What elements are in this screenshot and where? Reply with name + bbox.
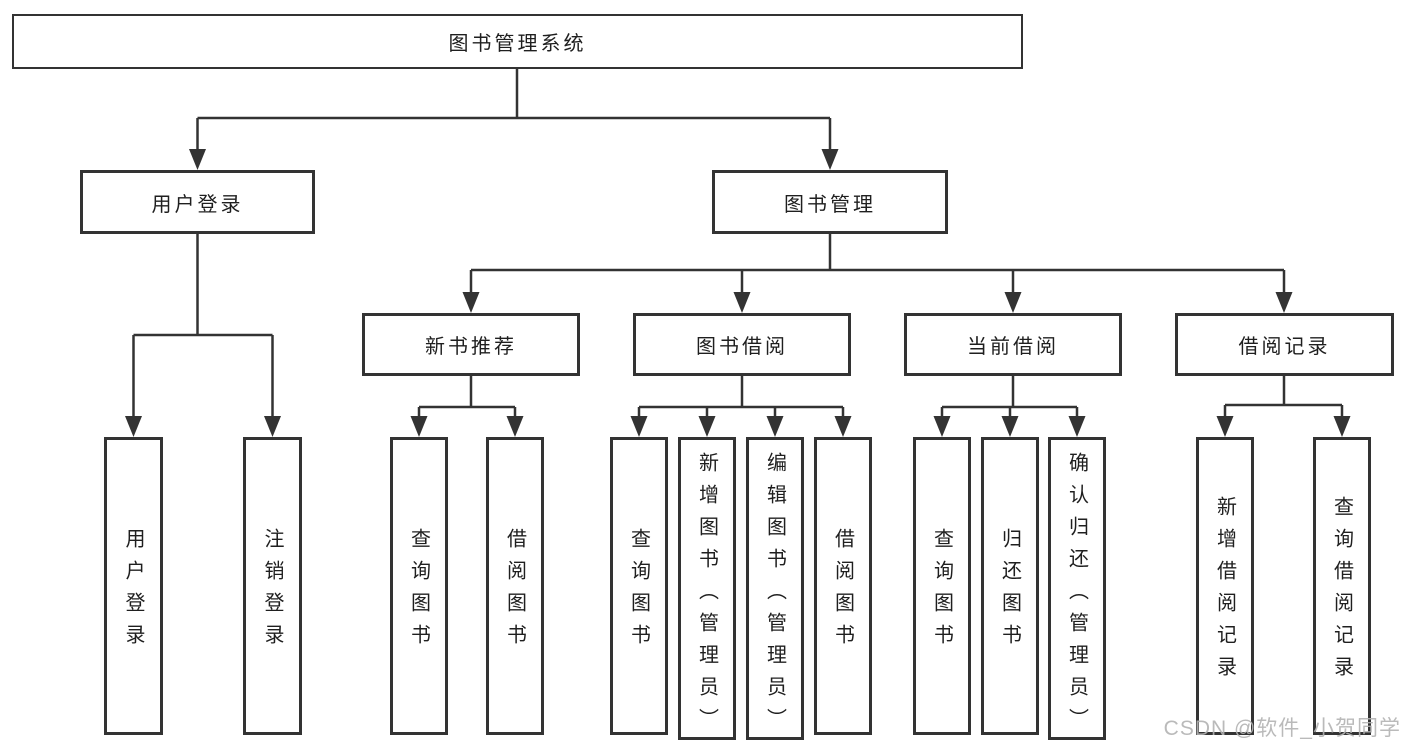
node-leaf-borrow-books-recommend: 借阅图书 <box>486 437 544 735</box>
node-leaf-borrow-books: 借阅图书 <box>814 437 872 735</box>
node-leaf-user-login: 用户登录 <box>104 437 163 735</box>
node-leaf-logout: 注销登录 <box>243 437 302 735</box>
connector-lines <box>132 69 1344 417</box>
arrow-down-icon <box>630 416 648 437</box>
arrow-down-icon <box>766 416 784 437</box>
arrow-down-icon <box>125 416 142 437</box>
node-leaf-add-borrow-record: 新增借阅记录 <box>1196 437 1254 735</box>
node-library-management-system: 图书管理系统 <box>12 14 1023 69</box>
node-leaf-edit-book-admin: 编辑图书（管理员） <box>746 437 804 740</box>
arrow-down-icon <box>933 416 951 437</box>
arrow-down-icon <box>1216 416 1234 437</box>
node-leaf-query-books-recommend: 查询图书 <box>390 437 448 735</box>
arrow-down-icon <box>834 416 852 437</box>
node-book-management: 图书管理 <box>712 170 948 234</box>
arrow-down-icon <box>1001 416 1019 437</box>
arrow-down-icon <box>698 416 716 437</box>
arrow-down-icon <box>506 416 524 437</box>
arrow-down-icon <box>1068 416 1086 437</box>
node-leaf-confirm-return-admin: 确认归还（管理员） <box>1048 437 1106 740</box>
node-leaf-return-book: 归还图书 <box>981 437 1039 735</box>
arrow-down-icon <box>1275 292 1293 313</box>
node-current-borrowing: 当前借阅 <box>904 313 1122 376</box>
arrow-down-icon <box>189 149 206 170</box>
arrow-down-icon <box>1333 416 1351 437</box>
arrowheads <box>125 149 1351 437</box>
arrow-down-icon <box>821 149 839 170</box>
arrow-down-icon <box>264 416 281 437</box>
node-leaf-query-borrow-record: 查询借阅记录 <box>1313 437 1371 735</box>
arrow-down-icon <box>410 416 428 437</box>
node-leaf-query-books-borrowing: 查询图书 <box>610 437 668 735</box>
arrow-down-icon <box>1004 292 1022 313</box>
node-book-borrowing: 图书借阅 <box>633 313 851 376</box>
node-new-book-recommend: 新书推荐 <box>362 313 580 376</box>
node-leaf-add-book-admin: 新增图书（管理员） <box>678 437 736 740</box>
node-leaf-query-books-current: 查询图书 <box>913 437 971 735</box>
arrow-down-icon <box>462 292 480 313</box>
csdn-watermark: CSDN @软件_小贺同学 <box>1163 717 1401 740</box>
arrow-down-icon <box>733 292 751 313</box>
node-user-login: 用户登录 <box>80 170 315 234</box>
node-borrow-records: 借阅记录 <box>1175 313 1394 376</box>
